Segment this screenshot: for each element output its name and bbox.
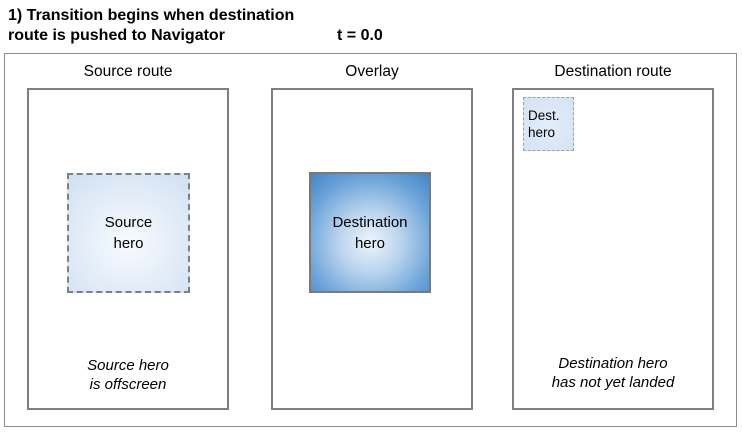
source-route-caption: Source hero is offscreen — [87, 357, 169, 393]
overlay-destination-hero-label: Destination hero — [332, 213, 408, 252]
panel-label-destination-route: Destination route — [554, 63, 672, 80]
destination-hero-placeholder-box: Dest. hero — [523, 97, 574, 151]
destination-hero-placeholder-label: Dest. hero — [528, 108, 560, 140]
overlay-destination-hero-box: Destination hero — [309, 172, 431, 293]
time-label: t = 0.0 — [337, 27, 383, 44]
diagram-title: 1) Transition begins when destination ro… — [8, 6, 294, 46]
source-hero-label: Source hero — [104, 214, 153, 252]
diagram-title-line1: 1) Transition begins when destination — [8, 7, 295, 24]
panel-label-source-route: Source route — [83, 63, 173, 80]
panel-label-overlay: Overlay — [345, 63, 399, 80]
diagram-title-line2: route is pushed to Navigator — [8, 27, 225, 44]
source-hero-box: Source hero — [67, 173, 190, 293]
destination-route-caption: Destination hero has not yet landed — [551, 355, 675, 391]
